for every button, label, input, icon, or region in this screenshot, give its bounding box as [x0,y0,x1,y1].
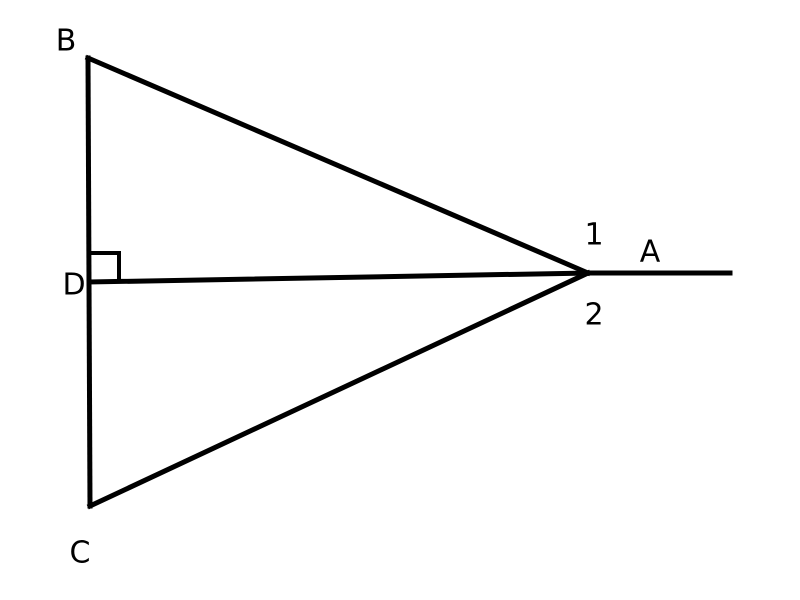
label-point-c: C [70,536,91,571]
segment-c-vertex [86,269,592,510]
label-angle-2: 2 [584,298,603,333]
segment-b-vertex [84,54,592,277]
label-angle-1: 1 [584,218,603,253]
right-angle-marker [89,251,121,281]
label-point-d: D [62,268,85,303]
label-point-b: B [56,24,77,59]
segment-d-vertex [86,270,591,285]
label-point-a: A [640,235,661,270]
